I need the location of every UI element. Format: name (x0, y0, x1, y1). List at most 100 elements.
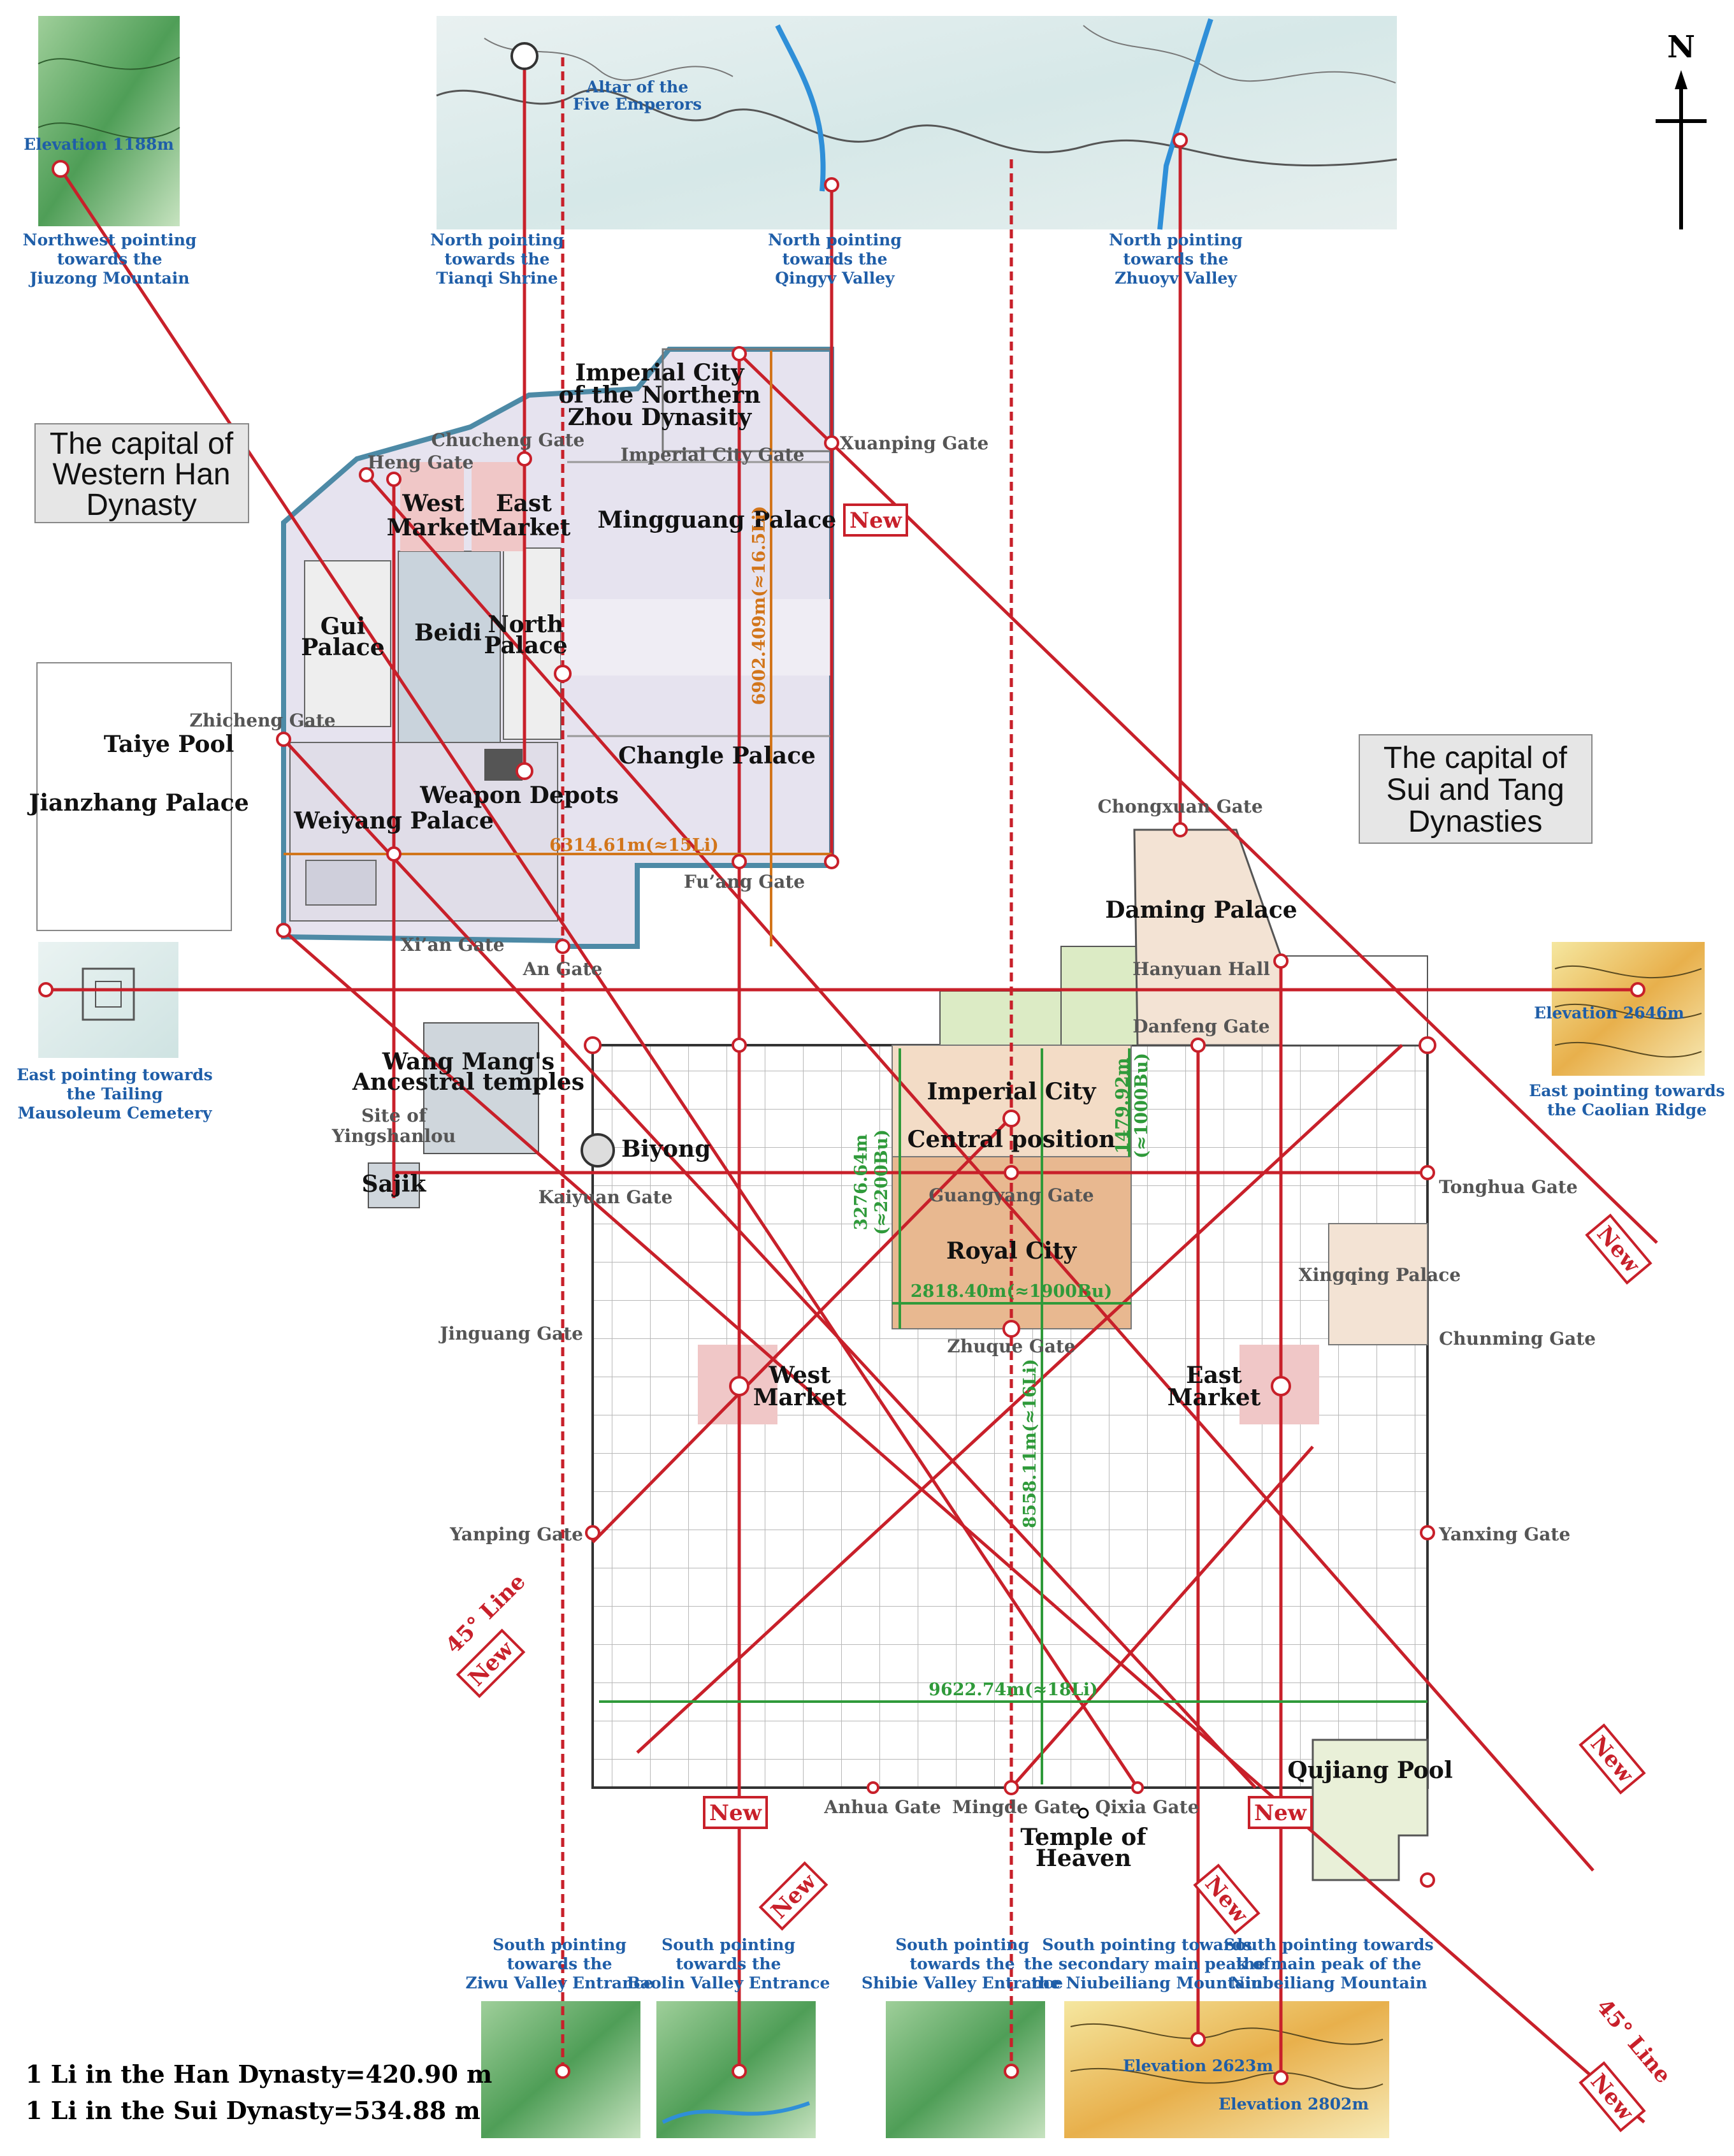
diag-han-2 (738, 352, 1658, 1244)
terrain-insets (38, 16, 1705, 2138)
xingqing-palace-label: Xingqing Palace (1299, 1264, 1461, 1285)
central-position-label: Central position (907, 1126, 1115, 1153)
dimension-lines (284, 351, 1427, 1784)
jiuzong-pointer-1: Northwest pointing (23, 231, 197, 249)
zhuoyv-pointer-1: North pointing (1109, 231, 1243, 249)
green-annex (1060, 946, 1138, 1046)
royal-city-label: Royal City (946, 1238, 1077, 1264)
terrain-top-panel (437, 16, 1397, 229)
fuang-gate-label: Fu’ang Gate (684, 871, 805, 892)
shibie-pointer-3: Shibie Valley Entrance (862, 1974, 1063, 1992)
elevation-1188: Elevation 1188m (24, 135, 174, 154)
gui-palace-label-2: Palace (301, 634, 384, 661)
han-ew-dimension: 6314.61m(≈15Li) (549, 836, 719, 855)
shibie-pointer-1: South pointing (895, 1935, 1029, 1954)
xian-gate-label: Xi’an Gate (400, 934, 504, 955)
jiuzong-pointer-3: Jiuzong Mountain (29, 269, 190, 287)
xingqing-palace-block (1328, 1223, 1428, 1345)
imperial-v2-dimension-1: 1479.92m (1113, 1058, 1132, 1154)
yingshanlou-label-2: Yingshanlou (331, 1125, 456, 1147)
heng-gate-label: Heng Gate (368, 452, 474, 473)
temple-heaven-2: Heaven (1036, 1845, 1131, 1872)
suitang-labels: Imperial City Central position Royal Cit… (438, 796, 1596, 1872)
diag-xian (282, 929, 1645, 2123)
yingshanlou-label-1: Site of (361, 1105, 428, 1126)
title-suitang-line2: Sui and Tang (1386, 773, 1564, 807)
kaiyuan-gate-label: Kaiyuan Gate (538, 1187, 673, 1208)
imperial-city-zhou-3: Zhou Dynasity (568, 404, 752, 431)
sui-east-market-2: Market (1167, 1384, 1261, 1411)
new-badge-6: New (1254, 1800, 1307, 1826)
daming-palace-label: Daming Palace (1105, 897, 1297, 923)
han-ns-dimension: 6902.409m(≈16.5Li) (749, 506, 769, 705)
diag-45-left (636, 1044, 1403, 1754)
title-suitang-line1: The capital of (1384, 741, 1568, 775)
diag-han-1 (365, 474, 1594, 1872)
tianqi-pointer-3: Tianqi Shrine (436, 269, 558, 287)
diag-sw (591, 1116, 1013, 1544)
elevation-2623: Elevation 2623m (1123, 2057, 1273, 2075)
sui-west-market-1: West (768, 1362, 831, 1389)
elevation-2646: Elevation 2646m (1534, 1004, 1684, 1022)
jianzhang-palace-label: Jianzhang Palace (27, 790, 249, 816)
diag-zhicheng (282, 738, 1257, 1789)
han-east-market-2: Market (477, 514, 571, 541)
biyong-label: Biyong (621, 1136, 711, 1162)
main-peak-pointer-2: the main peak of the (1236, 1955, 1422, 1973)
diag-se (1010, 1445, 1314, 1789)
tianqi-pointer-2: towards the (444, 250, 549, 268)
royal-width-dimension: 2818.40m(≈1900Bu) (911, 1282, 1112, 1301)
secondary-peak-pointer-1: South pointing towards (1042, 1935, 1252, 1954)
title-suitang-line3: Dynasties (1408, 805, 1543, 839)
mingde-gate-label: Mingde Gate (952, 1797, 1081, 1818)
ziwu-pointer-1: South pointing (493, 1935, 626, 1954)
weiyang-palace-label: Weiyang Palace (293, 807, 493, 834)
chunming-gate-label: Chunming Gate (1439, 1328, 1596, 1349)
biyong-symbol (581, 1133, 615, 1168)
han-east-market-block (472, 462, 526, 551)
north-arrow: N (1656, 29, 1707, 229)
sajik-label: Sajik (362, 1171, 427, 1197)
qingyv-pointer-1: North pointing (768, 231, 902, 249)
weapon-depots-label: Weapon Depots (419, 782, 619, 809)
imperial-h-dimension-1: 3276.64m (851, 1134, 871, 1231)
an-gate-label: An Gate (523, 959, 603, 980)
wang-mang-label-2: Ancestral temples (352, 1069, 584, 1096)
tianqi-pointer-1: North pointing (430, 231, 564, 249)
north-palace-label-2: Palace (484, 632, 567, 659)
xuanping-gate-label: Xuanping Gate (840, 433, 988, 454)
changle-palace-label: Changle Palace (618, 742, 816, 769)
tailing-pointer-2: the Tailing (67, 1085, 163, 1103)
tailing-pointer-1: East pointing towards (17, 1066, 212, 1084)
gui-palace-label-1: Gui (321, 613, 366, 640)
gate-markers (38, 42, 1645, 2085)
terrain-jiuzong (38, 16, 180, 226)
title-han: The capital of Western Han Dynasty (34, 423, 249, 523)
north-label: N (1667, 29, 1695, 65)
baolin-pointer-1: South pointing (661, 1935, 795, 1954)
zhuque-gate-label: Zhuque Gate (947, 1336, 1075, 1357)
beidi-block (398, 551, 501, 743)
beidi-label: Beidi (414, 619, 482, 646)
guangyang-gate-label: Guangyang Gate (928, 1185, 1094, 1206)
qujiang-pool-block (1311, 1739, 1429, 1881)
new-badge-1: New (849, 508, 902, 533)
secondary-peak-pointer-2: the secondary main peak of (1024, 1955, 1272, 1973)
han-west-market-1: West (401, 490, 465, 517)
daming-palace-block (1133, 828, 1282, 1046)
han-capital (281, 347, 834, 949)
zhuoyv-pointer-3: Zhuoyv Valley (1115, 269, 1238, 287)
imperial-city-zhou-1: Imperial City (575, 359, 744, 386)
suitang-capital (368, 828, 1429, 1881)
imperial-h-dimension-2: (≈2200Bu) (872, 1129, 892, 1235)
mingguang-palace-label: Mingguang Palace (598, 507, 837, 533)
qingyv-pointer-2: towards the (782, 250, 887, 268)
shibie-pointer-2: towards the (909, 1955, 1015, 1973)
jinguang-gate-label: Jinguang Gate (438, 1323, 583, 1344)
baolin-pointer-3: Baolin Valley Entrance (627, 1974, 830, 1992)
anhua-gate-label: Anhua Gate (823, 1797, 941, 1818)
han-west-market-2: Market (387, 514, 480, 541)
han-labels: Imperial City of the Northern Zhou Dynas… (27, 359, 988, 1197)
han-east-market-1: East (496, 490, 552, 517)
